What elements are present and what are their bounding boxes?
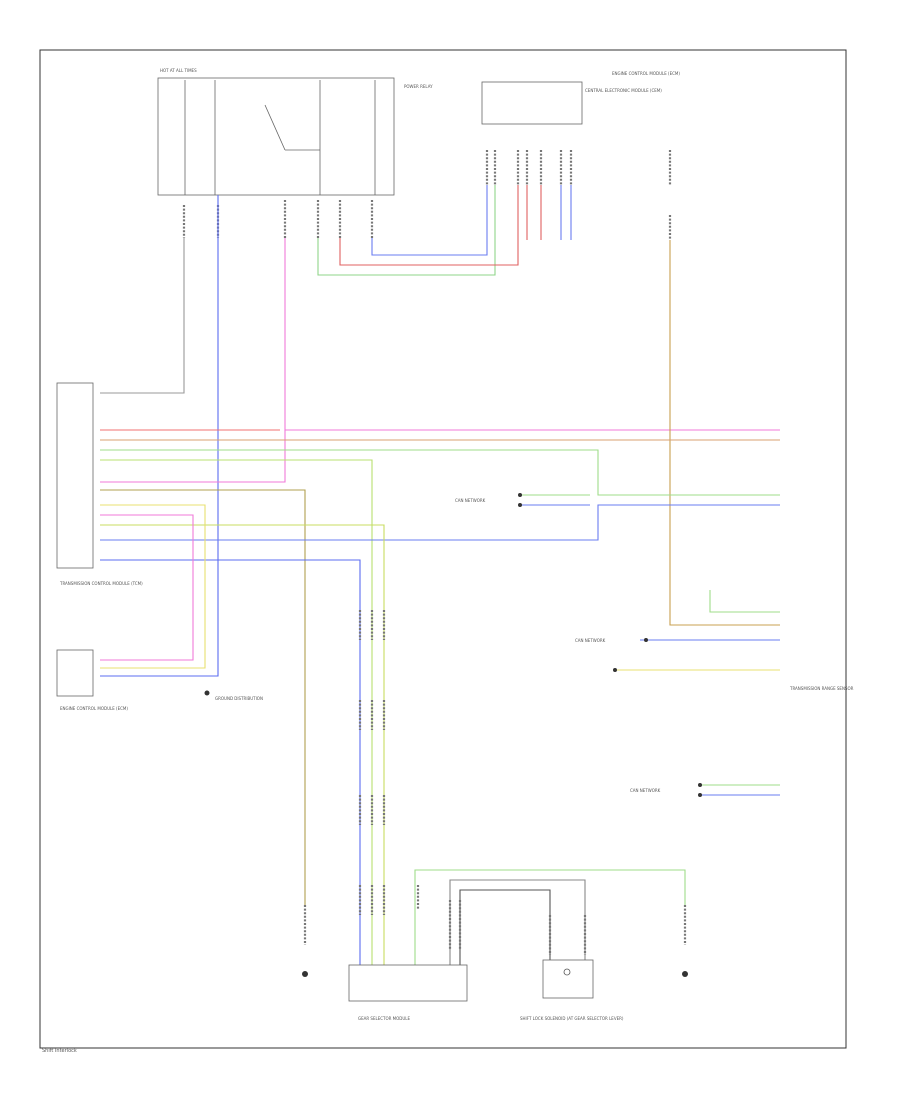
power-relay-label: POWER RELAY: [404, 84, 433, 89]
connector-stubs-mid: [303, 610, 687, 955]
gear-selector-label: GEAR SELECTOR MODULE: [358, 1016, 411, 1021]
tcm-label: TRANSMISSION CONTROL MODULE (TCM): [59, 581, 143, 586]
ground-points: [204, 493, 702, 977]
shift-lock-label: SHIFT LOCK SOLENOID (AT GEAR SELECTOR LE…: [520, 1016, 624, 1021]
gear-selector-module: GEAR SELECTOR MODULE: [348, 964, 468, 1021]
cem-box: CENTRAL ELECTRONIC MODULE (CEM): [481, 81, 662, 125]
fuse-relay-box: HOT AT ALL TIMES: [157, 68, 395, 196]
can-network-mid: CAN NETWORK: [575, 638, 606, 643]
fuse-box-label: HOT AT ALL TIMES: [160, 68, 197, 73]
lower-mid-label: TRANSMISSION RANGE SENSOR: [789, 686, 854, 691]
diagram-frame: [39, 49, 847, 1049]
page-label: Shift Interlock: [42, 1048, 77, 1054]
wires: [100, 185, 780, 965]
ecm-module: ENGINE CONTROL MODULE (ECM): [56, 649, 128, 711]
right-module-top-label: ENGINE CONTROL MODULE (ECM): [612, 71, 680, 76]
can-network-low: CAN NETWORK: [630, 788, 661, 793]
can-network-top: CAN NETWORK: [455, 498, 486, 503]
fuse-panel-label: CENTRAL ELECTRONIC MODULE (CEM): [585, 88, 662, 93]
ecm-label: ENGINE CONTROL MODULE (ECM): [60, 706, 128, 711]
tcm-module: TRANSMISSION CONTROL MODULE (TCM): [56, 382, 143, 586]
shift-lock-solenoid: SHIFT LOCK SOLENOID (AT GEAR SELECTOR LE…: [520, 959, 624, 1021]
ground-label: GROUND DISTRIBUTION: [215, 696, 263, 701]
